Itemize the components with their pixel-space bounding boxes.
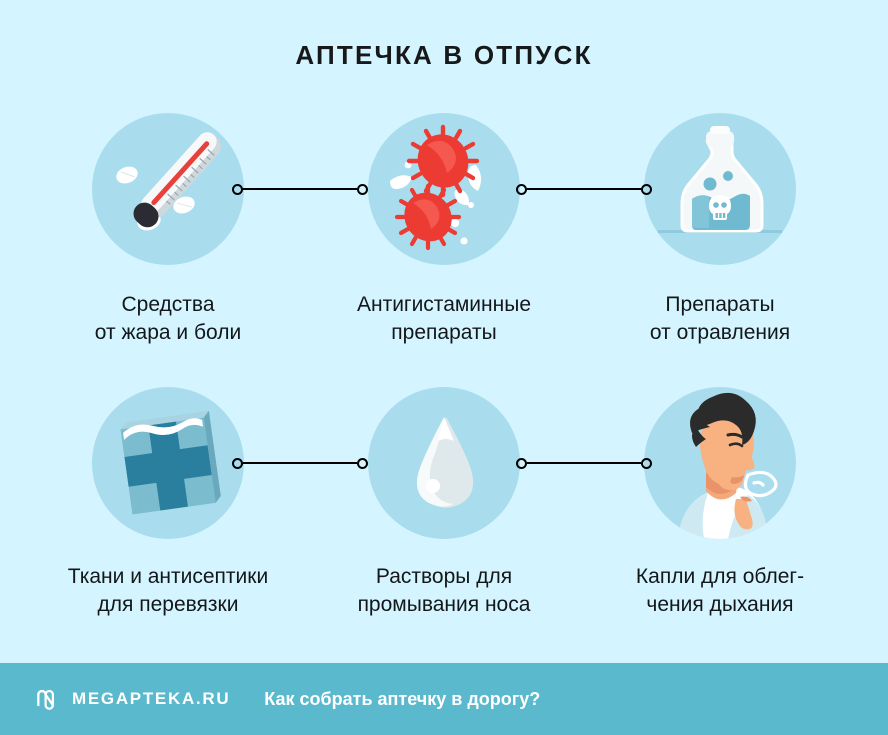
poison-bottle-skull-icon — [658, 126, 782, 233]
icon-circle — [368, 387, 520, 539]
item-nasal-rinse[interactable]: Растворы для промывания носа — [306, 387, 582, 620]
gauze-cross-pack-icon — [120, 410, 221, 515]
item-bandage[interactable]: Ткани и антисептики для перевязки — [30, 387, 306, 620]
item-antihistamine[interactable]: Антигистаминные препараты — [306, 113, 582, 348]
brand-name: MEGAPTEKA.RU — [72, 689, 231, 708]
item-label: Капли для облег- чения дыхания — [635, 565, 805, 617]
person-breathing-icon — [678, 392, 778, 539]
item-poisoning[interactable]: Препараты от отравления — [582, 113, 858, 348]
item-label: Растворы для промывания носа — [357, 565, 531, 617]
items-row-1: Средства от жара и боли — [0, 113, 888, 348]
icon-circle-wrap — [306, 387, 582, 539]
icon-circle-wrap — [30, 113, 306, 265]
icon-circle — [644, 387, 796, 539]
item-label: Антигистаминные препараты — [356, 293, 532, 345]
footer-tagline[interactable]: Как собрать аптечку в дорогу? — [264, 688, 541, 709]
item-label: Средства от жара и боли — [94, 293, 242, 345]
icon-circle-wrap — [30, 387, 306, 539]
icon-circle-wrap — [582, 113, 858, 265]
item-breathing-drops[interactable]: Капли для облег- чения дыхания — [582, 387, 858, 620]
icon-circle — [368, 113, 520, 265]
icon-circle — [644, 113, 796, 265]
icon-circle — [92, 387, 244, 539]
water-droplet-icon — [416, 417, 474, 508]
page-title: АПТЕЧКА В ОТПУСК — [295, 40, 593, 70]
megapteka-m-logo-icon — [37, 689, 55, 710]
item-thermometer[interactable]: Средства от жара и боли — [30, 113, 306, 348]
virus-allergen-icon — [390, 124, 482, 251]
icon-circle — [92, 113, 244, 265]
footer-bar: MEGAPTEKA.RU Как собрать аптечку в дорог… — [0, 663, 888, 735]
thermometer-pills-icon — [116, 132, 221, 231]
icon-circle-wrap — [582, 387, 858, 539]
items-row-2: Ткани и антисептики для перевязки Раство… — [0, 387, 888, 620]
brand-logo[interactable]: MEGAPTEKA.RU — [34, 686, 230, 712]
icon-circle-wrap — [306, 113, 582, 265]
item-label: Ткани и антисептики для перевязки — [67, 565, 269, 617]
item-label: Препараты от отравления — [649, 293, 791, 345]
